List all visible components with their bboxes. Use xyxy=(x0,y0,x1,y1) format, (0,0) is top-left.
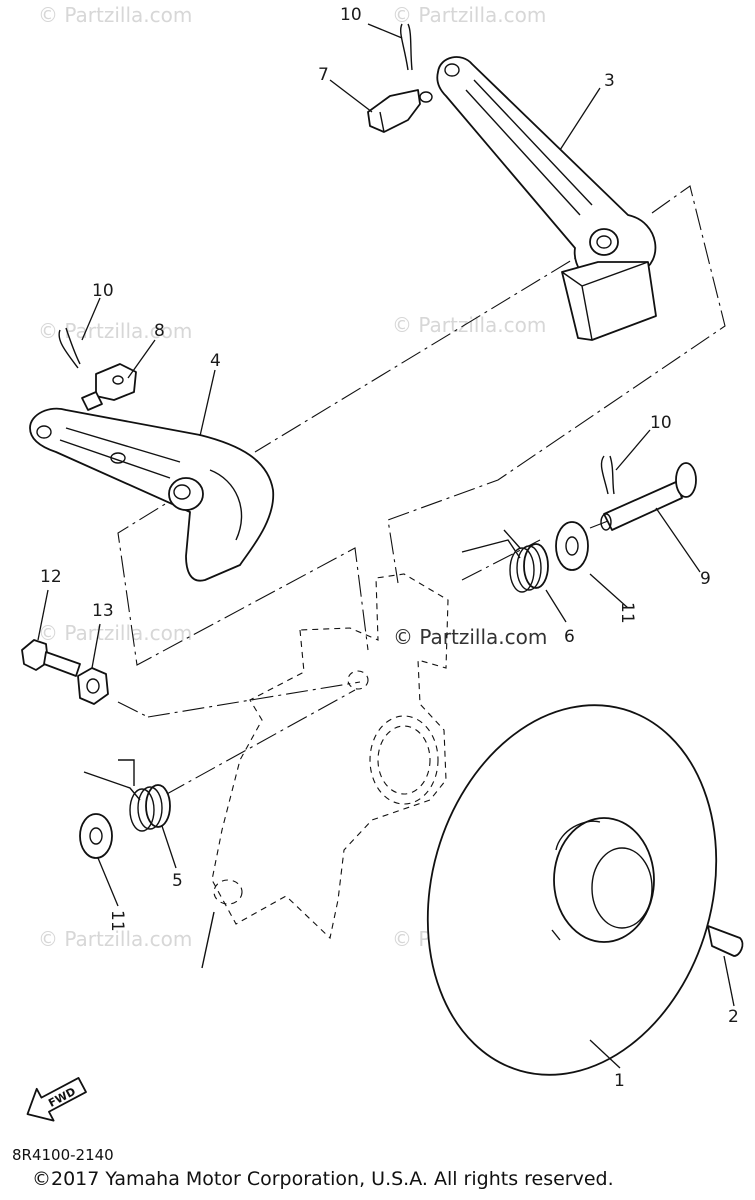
copyright-notice: ©2017 Yamaha Motor Corporation, U.S.A. A… xyxy=(32,1168,614,1190)
callout-5: 5 xyxy=(172,871,183,891)
watermark: © Partzilla.com xyxy=(38,319,192,343)
assembly-lines xyxy=(117,185,726,796)
callout-9: 9 xyxy=(700,569,711,589)
callout-4: 4 xyxy=(210,351,221,371)
watermark: © Partzilla.com xyxy=(38,3,192,27)
leader-lines xyxy=(37,23,735,1069)
callout-13: 13 xyxy=(92,601,114,621)
part-10-cotter-pins xyxy=(58,23,615,495)
callout-8: 8 xyxy=(154,321,165,341)
callout-2: 2 xyxy=(728,1007,739,1027)
part-6-spring xyxy=(461,529,549,593)
part-3-arm xyxy=(436,56,657,341)
callout-1: 1 xyxy=(614,1071,625,1091)
fwd-arrow-icon: FWD xyxy=(26,1077,87,1122)
callout-3: 3 xyxy=(604,71,615,91)
callout-11-left: 11 xyxy=(107,910,127,932)
part-1-sheave xyxy=(426,704,718,1076)
watermark: © Partzilla.com xyxy=(392,313,546,337)
diagram-code: 8R4100-2140 xyxy=(12,1146,114,1164)
callout-11-right: 11 xyxy=(617,602,637,624)
watermark-layer: © Partzilla.com © Partzilla.com © Partzi… xyxy=(38,3,547,951)
part-11-washers xyxy=(79,521,589,859)
callout-10-left: 10 xyxy=(92,281,114,301)
part-7-joint xyxy=(367,89,433,133)
watermark: © Partzilla.com xyxy=(38,621,192,645)
callout-6: 6 xyxy=(564,627,575,647)
part-9-pin xyxy=(600,462,697,531)
callout-10-top: 10 xyxy=(340,5,362,25)
callout-10-right: 10 xyxy=(650,413,672,433)
part-8-joint xyxy=(81,363,137,411)
watermark: © Partzilla.com xyxy=(392,3,546,27)
watermark-center: © Partzilla.com xyxy=(393,625,547,649)
callout-numbers: 3 4 8 7 10 10 10 9 6 11 12 13 5 11 1 2 xyxy=(40,5,739,1091)
housing-outline xyxy=(201,573,449,969)
watermark: © Partzilla.com xyxy=(38,927,192,951)
part-12-bolt xyxy=(21,639,81,677)
part-13-nut xyxy=(77,667,109,705)
part-2-key xyxy=(707,925,744,957)
callout-7: 7 xyxy=(318,65,329,85)
part-5-spring xyxy=(83,759,171,832)
callout-12: 12 xyxy=(40,567,62,587)
part-4-arm xyxy=(29,407,274,582)
